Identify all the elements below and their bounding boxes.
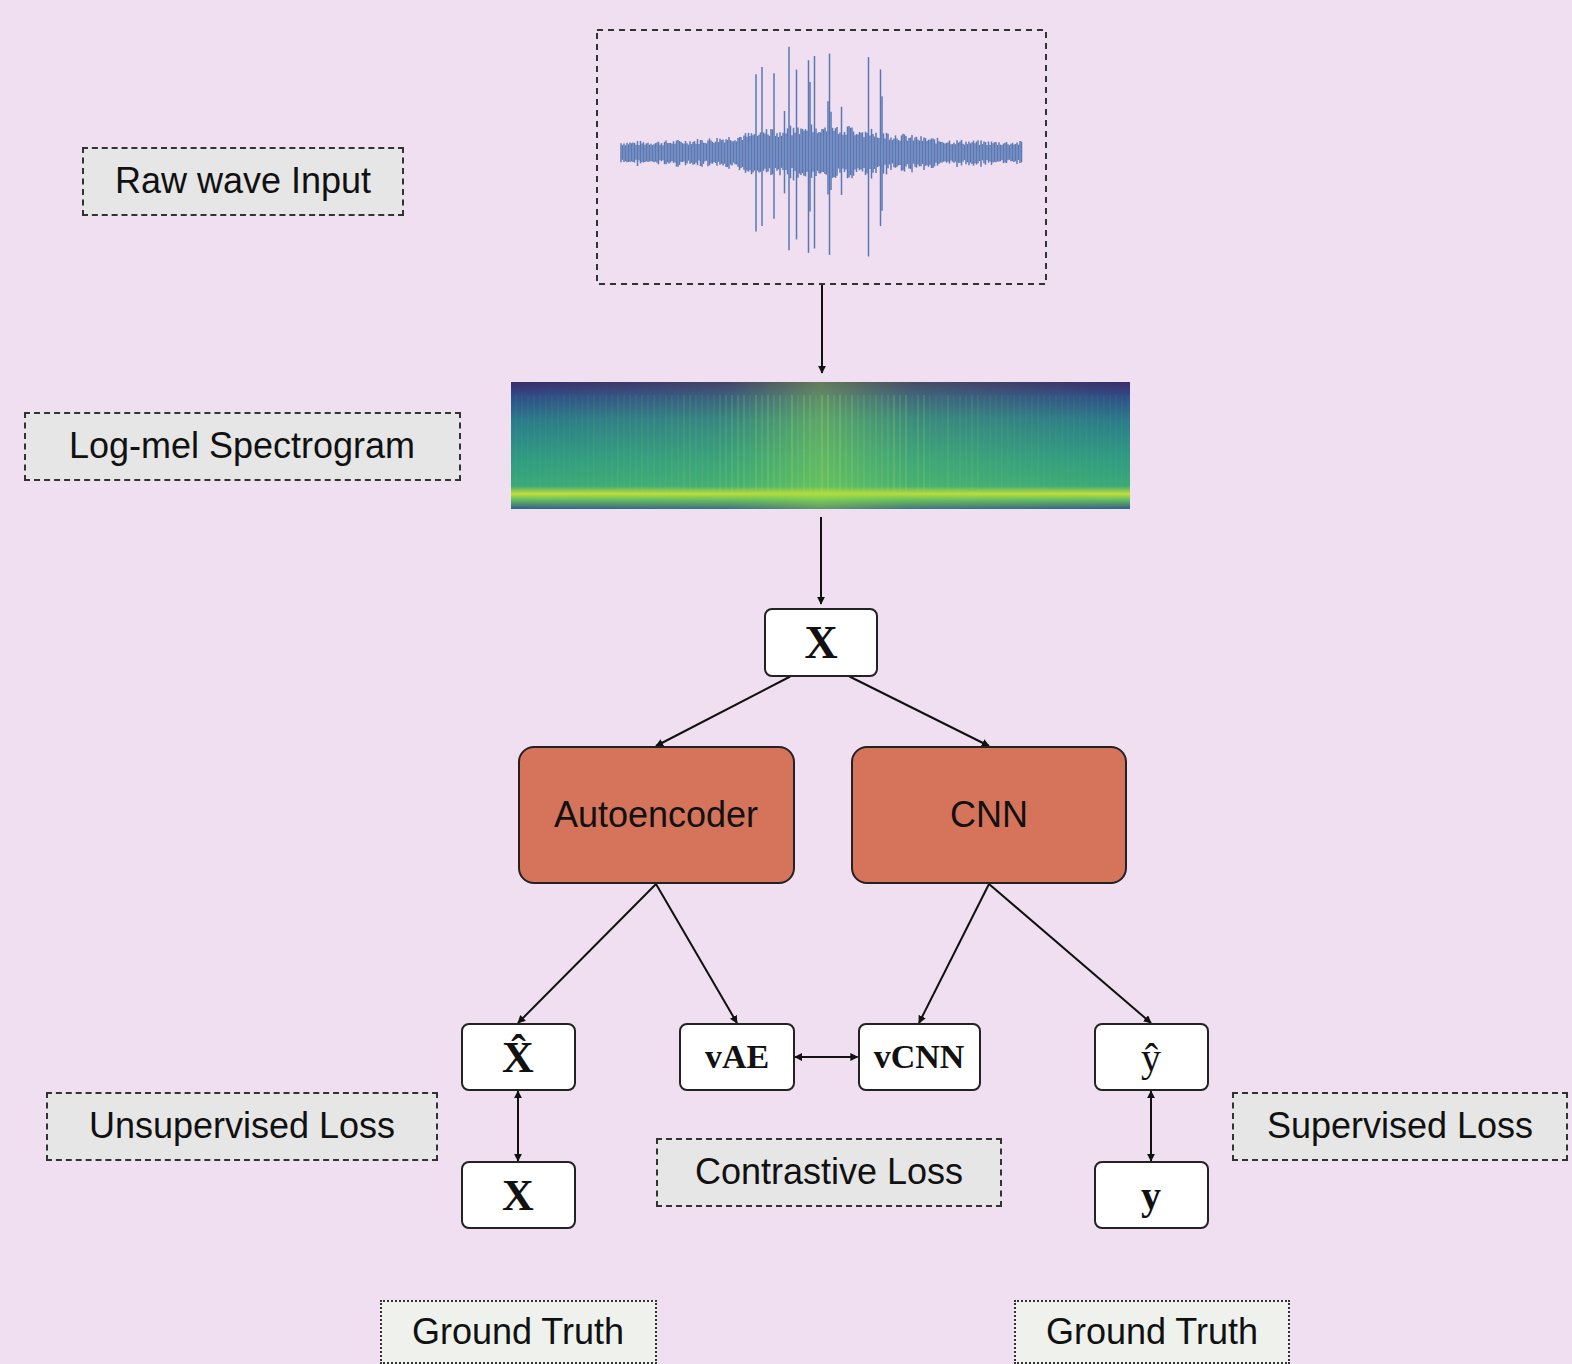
cnn-block: CNN [851, 746, 1127, 884]
spectrogram-label: Log-mel Spectrogram [24, 412, 461, 481]
node-text: vAE [705, 1038, 769, 1076]
ground-truth-label: Ground Truth [380, 1300, 657, 1364]
connector [518, 884, 656, 1023]
node-text: Ground Truth [1046, 1311, 1258, 1353]
connector [795, 1056, 858, 1058]
node-text: Raw wave Input [115, 160, 371, 202]
flow-arrow [820, 517, 822, 604]
connector [517, 1091, 519, 1161]
node-text: ŷ [1141, 1034, 1161, 1081]
connector [1150, 1091, 1152, 1161]
loss-label: Unsupervised Loss [46, 1092, 438, 1161]
node-text: X [502, 1170, 534, 1221]
target-variable: X [461, 1161, 576, 1229]
node-text: Autoencoder [554, 794, 758, 836]
waveform-frame [597, 30, 1046, 284]
waveform [621, 47, 1022, 257]
node-text: y [1141, 1172, 1161, 1219]
node-text: Unsupervised Loss [89, 1105, 395, 1147]
embedding-variable: vCNN [858, 1023, 981, 1091]
input-variable: X [764, 608, 878, 677]
node-text: X̂ [502, 1032, 534, 1083]
spectrogram-energy [511, 382, 1130, 509]
connector [656, 884, 737, 1023]
loss-label: Contrastive Loss [656, 1138, 1002, 1207]
node-text: Contrastive Loss [695, 1151, 963, 1193]
flow-arrow [821, 285, 823, 373]
node-text: vCNN [874, 1038, 965, 1076]
node-text: X [804, 616, 837, 669]
node-text: CNN [950, 794, 1028, 836]
raw-input-label: Raw wave Input [82, 147, 404, 216]
node-text: Log-mel Spectrogram [69, 425, 415, 467]
loss-label: Supervised Loss [1232, 1092, 1568, 1161]
connector [850, 677, 990, 747]
target-variable: y [1094, 1161, 1209, 1229]
connector [989, 884, 1151, 1023]
autoencoder-block: Autoencoder [518, 746, 795, 884]
spectrogram [511, 382, 1130, 509]
prediction-variable: ŷ [1094, 1023, 1209, 1091]
ground-truth-label: Ground Truth [1014, 1300, 1290, 1364]
embedding-variable: vAE [679, 1023, 795, 1091]
node-text: Ground Truth [412, 1311, 624, 1353]
connector [656, 677, 790, 747]
connector [919, 884, 989, 1023]
node-text: Supervised Loss [1267, 1105, 1533, 1147]
reconstruction-variable: X̂ [461, 1023, 576, 1091]
